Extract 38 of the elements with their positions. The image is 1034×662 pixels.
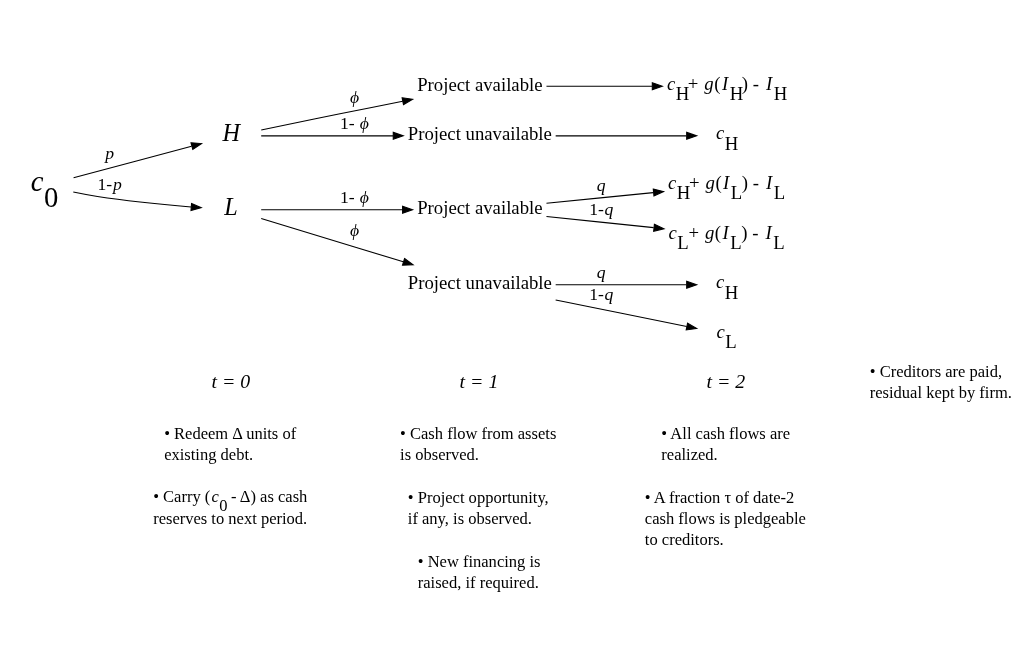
arrow: [260, 97, 414, 131]
edge-label: 1- ϕ: [339, 113, 369, 134]
arrow: [554, 299, 698, 331]
edge-label: 1-p: [96, 173, 122, 194]
label: • Cash flow from assets is observed.: [399, 424, 556, 464]
label: t = 1: [459, 369, 498, 392]
arrow: [72, 191, 203, 212]
arrow: [260, 131, 405, 141]
node-text: H: [222, 118, 240, 146]
arrow: [554, 280, 698, 289]
arrow: [260, 205, 414, 214]
label: • New financing is raised, if required.: [417, 551, 540, 592]
edge-label: 1-q: [588, 283, 613, 304]
label: t = 2: [706, 369, 745, 392]
edge-label: 1-q: [588, 199, 613, 220]
node-text: Project available: [416, 73, 543, 95]
edge-label: q: [596, 261, 606, 282]
label: t = 0: [211, 369, 250, 392]
node-text: Project unavailable: [407, 272, 552, 294]
label: • Project opportunity, if any, is observed.: [407, 487, 549, 528]
arrow: [545, 188, 665, 204]
edge-label: 1- ϕ: [339, 186, 369, 207]
edge-label: ϕ: [349, 219, 359, 240]
arrow: [72, 142, 203, 179]
label: • Creditors are paid, residual kept by firm.: [869, 362, 1012, 403]
arrow: [554, 131, 698, 141]
arrow: [260, 217, 415, 266]
node-text: L: [223, 192, 238, 220]
node-text: Project available: [416, 197, 543, 219]
arrow: [545, 216, 666, 232]
node-text: Project unavailable: [407, 123, 552, 145]
arrow: [545, 82, 664, 91]
edge-label: p: [104, 142, 114, 163]
label: • All cash flows are realized.: [660, 424, 790, 464]
label: • A fraction τ of date-2 cash flows is pledgeable to creditors.: [644, 487, 806, 549]
edge-label: q: [596, 174, 606, 195]
edge-label: ϕ: [349, 86, 359, 107]
label: • Redeem Δ units of existing debt.: [163, 424, 296, 464]
